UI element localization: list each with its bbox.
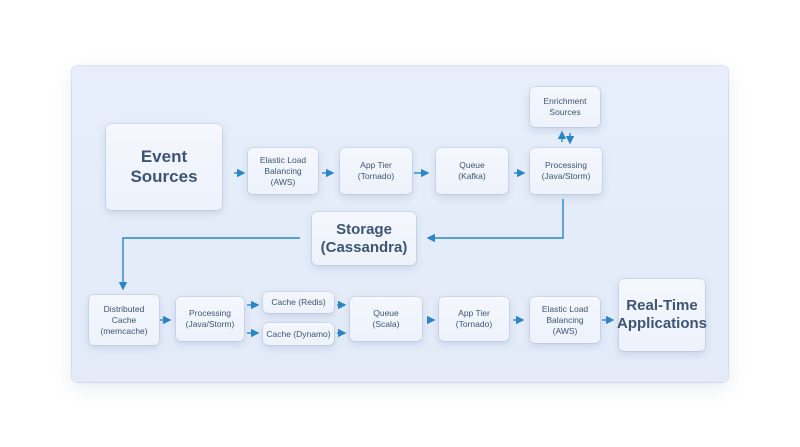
node-real-time-applications[interactable]: Real-Time Applications [617,279,707,351]
node-cache-dynamo[interactable]: Cache (Dynamo) [263,323,334,345]
node-elastic-load-balancing-top[interactable]: Elastic Load Balancing (AWS) [248,148,318,194]
node-processing-bottom[interactable]: Processing (Java/Storm) [176,297,244,341]
node-enrichment-sources[interactable]: Enrichment Sources [530,87,600,127]
node-storage-cassandra[interactable]: Storage (Cassandra) [312,212,416,265]
node-app-tier-top[interactable]: App Tier (Tornado) [340,148,412,194]
node-processing-top[interactable]: Processing (Java/Storm) [530,148,602,194]
node-queue-kafka[interactable]: Queue (Kafka) [436,148,508,194]
node-event-sources[interactable]: Event Sources [106,124,222,210]
node-elastic-load-balancing-bottom[interactable]: Elastic Load Balancing (AWS) [530,297,600,343]
node-queue-scala[interactable]: Queue (Scala) [350,297,422,341]
node-cache-redis[interactable]: Cache (Redis) [263,292,334,313]
node-distributed-cache[interactable]: Distributed Cache (memcache) [89,295,159,345]
node-app-tier-bottom[interactable]: App Tier (Tornado) [439,297,509,341]
